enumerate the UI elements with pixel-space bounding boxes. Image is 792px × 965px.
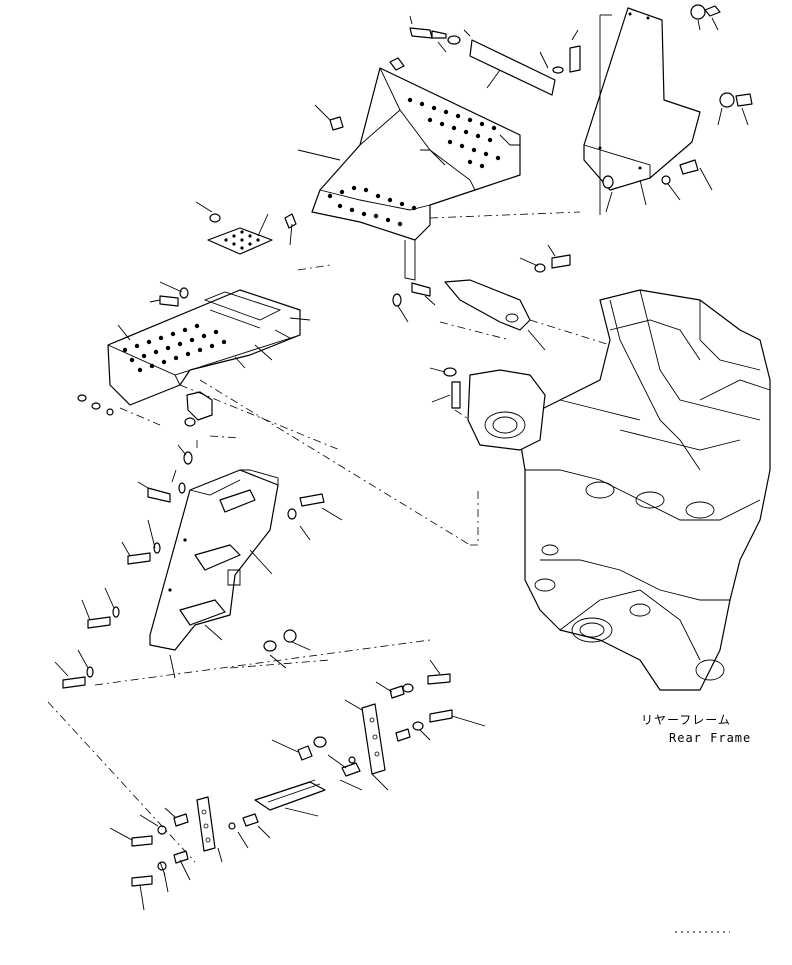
rear-frame-label-jp: リヤーフレーム: [641, 713, 731, 727]
assembly-lines: [47, 211, 611, 863]
upper-step-platform: [311, 67, 521, 281]
rear-frame: [467, 289, 771, 691]
mounting-plate-left: [196, 796, 216, 852]
lower-step-tread: [107, 289, 301, 406]
side-cover-plate: [583, 7, 701, 215]
mounting-plate-right: [361, 703, 386, 775]
step-ladder: [149, 469, 279, 651]
small-step-tread: [254, 779, 326, 811]
steel-bar: [469, 39, 556, 96]
rear-frame-label-en: Rear Frame: [669, 731, 752, 745]
small-perforated-plate: [207, 227, 273, 255]
upper-platform-holes: [327, 97, 501, 227]
bracket-arm: [444, 279, 531, 331]
washers-and-nuts: [77, 4, 735, 871]
leader-lines: [54, 15, 749, 911]
bolts: [62, 5, 753, 887]
lower-tread-holes: [122, 323, 227, 373]
